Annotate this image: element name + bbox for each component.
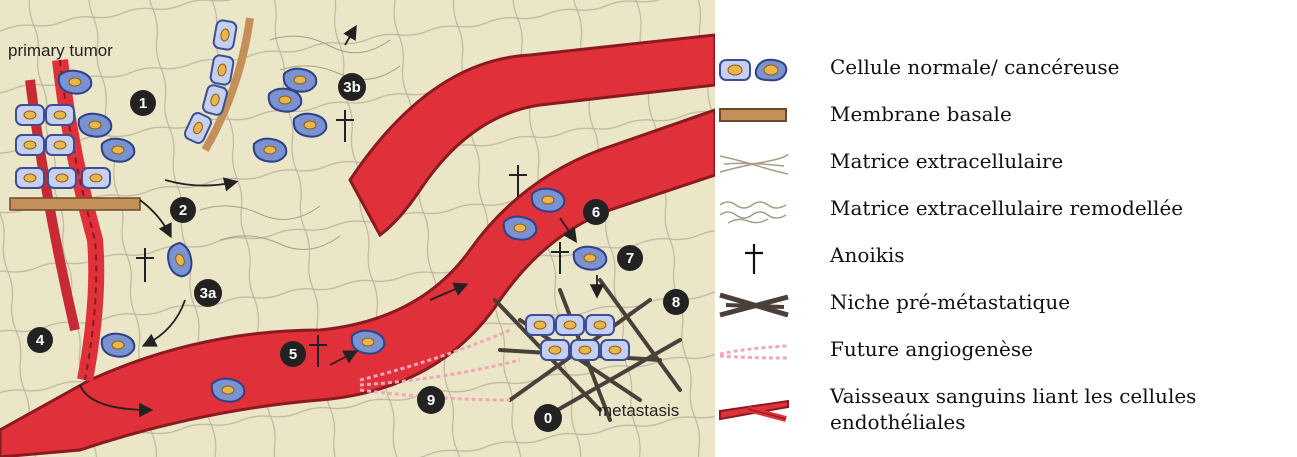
extracellular-matrix-icon: [718, 148, 790, 180]
step-1-badge: 1: [130, 90, 156, 116]
blood-vessel-icon: [718, 391, 790, 423]
legend-label: Membrane basale: [830, 101, 1012, 127]
legend-item-vessel: Vaisseaux sanguins liant les cellules en…: [718, 383, 1293, 455]
premetastatic-niche-icon: [718, 289, 790, 321]
legend-label: Future angiogenèse: [830, 336, 1033, 362]
legend-label: Niche pré-métastatique: [830, 289, 1070, 315]
step-3a-badge: 3a: [194, 279, 222, 307]
angiogenesis-icon: [718, 336, 790, 368]
basement-membrane-icon: [718, 101, 790, 133]
legend-label: Matrice extracellulaire: [830, 148, 1063, 174]
step-3b-badge: 3b: [338, 73, 366, 101]
svg-text:5: 5: [289, 346, 297, 363]
step-6-badge: 6: [583, 199, 609, 225]
anoikis-cross-icon: [718, 242, 790, 274]
legend-label: Cellule normale/ cancéreuse: [830, 54, 1120, 80]
normal-cancer-cell-icon: [718, 54, 790, 86]
primary-tumor-label: primary tumor: [8, 41, 113, 60]
svg-text:3a: 3a: [200, 285, 217, 302]
step-7-badge: 7: [617, 245, 643, 271]
svg-text:1: 1: [139, 95, 147, 112]
svg-text:2: 2: [179, 202, 187, 219]
legend-item-niche: Niche pré-métastatique: [718, 289, 1293, 325]
step-4-badge: 4: [27, 327, 53, 353]
svg-text:4: 4: [36, 332, 45, 349]
metastasis-cascade-diagram: 1 2 3a 3b 4 5 6 7 8 9 0 primary tumor me…: [0, 0, 715, 457]
svg-text:6: 6: [592, 204, 600, 221]
legend-item-anoikis: Anoikis: [718, 242, 1293, 278]
basement-membrane-tumor: [10, 198, 140, 210]
legend-item-membrane: Membrane basale: [718, 101, 1293, 137]
legend-item-remodeled-matrix: Matrice extracellulaire remodellée: [718, 195, 1293, 231]
step-2-badge: 2: [170, 197, 196, 223]
svg-text:3b: 3b: [343, 79, 361, 96]
step-8-badge: 8: [663, 289, 689, 315]
remodeled-matrix-icon: [718, 195, 790, 227]
step-5-badge: 5: [280, 341, 306, 367]
legend-item-matrix: Matrice extracellulaire: [718, 148, 1293, 184]
svg-text:8: 8: [672, 294, 680, 311]
svg-text:7: 7: [626, 250, 634, 267]
step-0-badge: 0: [534, 404, 562, 432]
legend-item-angiogenesis: Future angiogenèse: [718, 336, 1293, 372]
legend-item-cell: Cellule normale/ cancéreuse: [718, 54, 1293, 90]
metastasis-label: metastasis: [598, 401, 679, 420]
legend-label: Anoikis: [830, 242, 905, 268]
legend-label: Vaisseaux sanguins liant les cellules en…: [830, 383, 1290, 435]
legend-label: Matrice extracellulaire remodellée: [830, 195, 1183, 221]
svg-text:0: 0: [544, 410, 552, 427]
svg-text:9: 9: [427, 392, 435, 409]
step-9-badge: 9: [417, 386, 445, 414]
